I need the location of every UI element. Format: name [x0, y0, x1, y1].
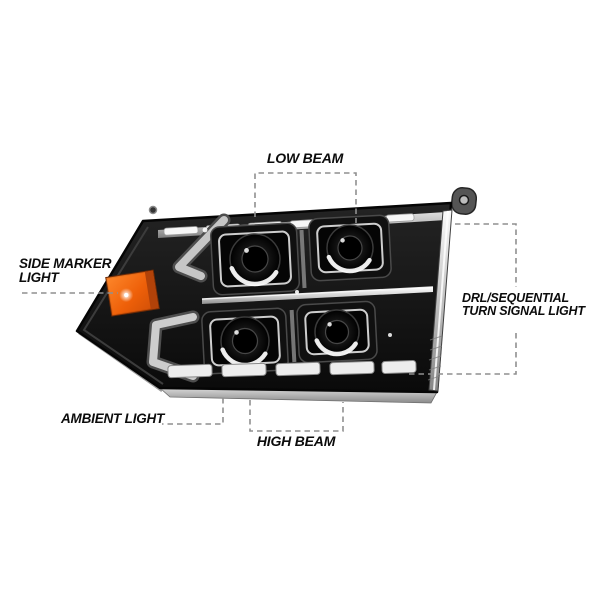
low-beam-projector	[209, 222, 301, 296]
reflector-segment	[329, 360, 375, 376]
high-beam-label: HIGH BEAM	[256, 433, 336, 449]
drl-turn-signal-label-line2: TURN SIGNAL LIGHT	[462, 304, 585, 318]
adjuster-post	[148, 205, 158, 215]
side-marker-light-label: SIDE MARKER LIGHT	[19, 256, 112, 285]
drl-segment	[385, 213, 415, 223]
outer-projector-bottom	[296, 300, 378, 364]
high-beam-connector	[249, 400, 344, 432]
drl-turn-signal-label: DRL/SEQUENTIAL TURN SIGNAL LIGHT	[462, 292, 585, 318]
outer-projector-top	[308, 214, 392, 282]
projector-divider	[299, 229, 307, 289]
side-marker-light-label-line1: SIDE MARKER	[19, 256, 112, 271]
side-marker-light-label-line2: LIGHT	[19, 270, 59, 285]
reflector-segment	[275, 361, 321, 377]
ambient-light-label: AMBIENT LIGHT	[61, 411, 165, 426]
low-beam-connector	[254, 172, 357, 223]
drl-turn-signal-label-line1: DRL/SEQUENTIAL	[462, 291, 569, 305]
glare-highlight	[202, 227, 392, 337]
housing-bevel	[82, 226, 164, 385]
mounting-hole	[458, 194, 470, 206]
reflector-segment	[381, 360, 417, 374]
center-chrome-bar	[201, 286, 434, 304]
ambient-connector	[162, 398, 224, 425]
drl-segment	[163, 226, 199, 236]
turn-signal-tube	[427, 209, 453, 392]
drl-connector-top	[455, 223, 517, 287]
high-beam-projector	[201, 307, 289, 375]
reflector-segment	[221, 362, 267, 378]
reflector-segment	[167, 363, 213, 379]
ambient-light-bar	[167, 360, 417, 379]
low-beam-label: LOW BEAM	[266, 150, 344, 166]
mounting-tab	[450, 187, 478, 215]
side-marker-reflector	[105, 269, 160, 317]
drl-connector-bottom	[406, 333, 517, 375]
projector-divider	[289, 309, 297, 363]
